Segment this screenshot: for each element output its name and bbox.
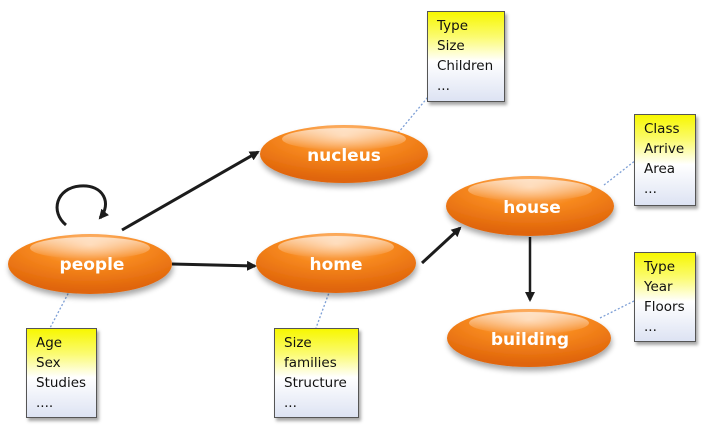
note-line: ... bbox=[284, 395, 297, 411]
node-house[interactable]: house bbox=[446, 176, 614, 236]
node-people[interactable]: people bbox=[8, 234, 172, 294]
note-line: Arrive bbox=[644, 141, 685, 157]
note-line: Type bbox=[644, 259, 676, 275]
note-line: Children bbox=[437, 58, 494, 74]
node-nucleus[interactable]: nucleus bbox=[260, 125, 428, 183]
note-connectors bbox=[49, 96, 637, 329]
note-line: ... bbox=[644, 319, 657, 335]
arrow-people-to-nucleus bbox=[121, 150, 260, 232]
note-nucleus-attributes: Type Size Children ... bbox=[427, 11, 505, 102]
connector-nucleus bbox=[397, 96, 429, 134]
note-line: families bbox=[284, 355, 337, 371]
connector-home bbox=[315, 289, 331, 329]
self-loop-people bbox=[55, 184, 109, 227]
node-label-house: house bbox=[503, 198, 561, 218]
note-line: Type bbox=[437, 18, 469, 34]
note-building-attributes: Type Year Floors ... bbox=[634, 252, 696, 342]
relationship-arrows bbox=[55, 150, 535, 302]
connector-people bbox=[49, 289, 71, 329]
note-line: Area bbox=[644, 161, 676, 177]
note-house-attributes: Class Arrive Area ... bbox=[634, 114, 696, 206]
node-label-building: building bbox=[491, 330, 569, 350]
note-line: Year bbox=[644, 279, 673, 295]
note-line: Sex bbox=[36, 355, 61, 371]
arrow-people-to-home bbox=[171, 260, 257, 271]
note-line: ... bbox=[437, 78, 450, 94]
note-line: .... bbox=[36, 395, 54, 411]
node-home[interactable]: home bbox=[256, 233, 416, 293]
node-label-people: people bbox=[60, 255, 125, 275]
note-line: Structure bbox=[284, 375, 347, 391]
note-people-attributes: Age Sex Studies .... bbox=[26, 328, 97, 418]
node-label-home: home bbox=[309, 255, 362, 275]
note-line: ... bbox=[644, 181, 657, 197]
arrow-home-to-house bbox=[420, 226, 462, 265]
node-label-nucleus: nucleus bbox=[307, 146, 381, 166]
connector-building bbox=[599, 299, 637, 319]
note-line: Age bbox=[36, 335, 63, 351]
note-line: Size bbox=[284, 335, 312, 351]
note-line: Floors bbox=[644, 299, 685, 315]
connector-house bbox=[603, 159, 637, 186]
note-line: Class bbox=[644, 121, 680, 137]
note-home-attributes: Size families Structure ... bbox=[274, 328, 359, 418]
note-line: Studies bbox=[36, 375, 87, 391]
note-line: Size bbox=[437, 38, 465, 54]
node-building[interactable]: building bbox=[447, 309, 611, 367]
